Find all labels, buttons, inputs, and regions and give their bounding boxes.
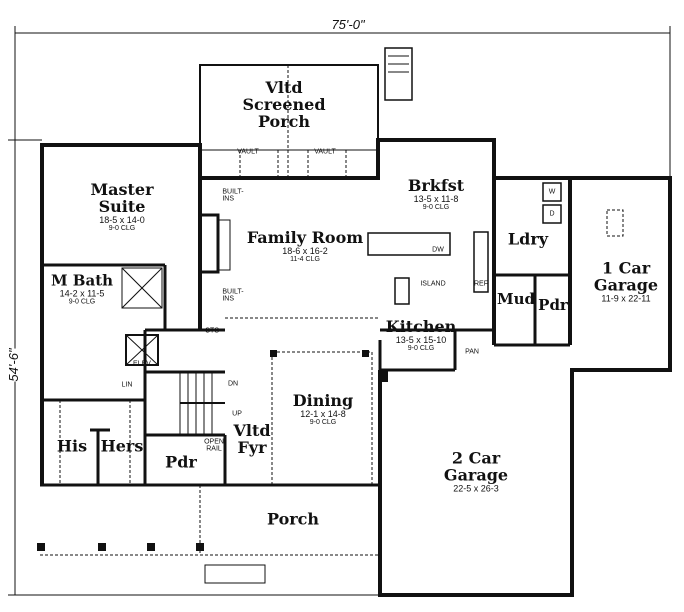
room-family-room: Family Room 18-6 x 16-2 11-4 CLG [246,228,364,264]
room-his-closet: His [56,436,88,456]
room-laundry: Ldry [507,229,549,249]
room-ceiling: 9-0 CLG [309,419,337,427]
refrigerator-label: REF [474,280,488,288]
room-size: 22-5 x 26-3 [453,483,499,494]
room-foyer: Vltd Fyr [233,421,271,457]
room-master-suite: Master Suite 18-5 x 14-0 9-0 CLG [90,179,154,232]
room-ceiling: 9-0 CLG [407,345,435,353]
built-ins-text: BUILT- [222,188,244,196]
room-ceiling: 9-0 CLG [68,298,96,306]
room-powder-right: Pdr [538,296,568,315]
cts-label: CTS [205,327,219,335]
room-dining: Dining 12-1 x 14-8 9-0 CLG [292,391,354,427]
room-master-bath: M Bath 14-2 x 11-5 9-0 CLG [50,271,114,307]
room-size: 13-5 x 11-8 [413,194,459,205]
dishwasher-label: DW [432,246,444,254]
room-size: 12-1 x 14-8 [300,409,346,420]
room-ceiling: 9-0 CLG [108,224,136,232]
room-garage-2: 2 Car Garage 22-5 x 26-3 [444,450,508,493]
open-rail-text: RAIL [206,446,222,453]
room-name: 2 Car [451,448,501,468]
room-name: Suite [98,196,146,216]
room-name: Porch [257,111,311,131]
elevator-label: ELEV [133,360,151,368]
room-porch: Porch [266,509,320,529]
dryer-label: D [549,210,555,218]
washer-label: W [548,188,556,196]
stairs-up-label: UP [232,410,242,418]
room-size: 13-5 x 15-10 [395,335,447,346]
built-ins-text: INS [222,196,235,203]
room-name: Kitchen [385,317,457,337]
open-rail-label: OPEN RAIL [204,439,224,454]
pantry-label: PAN [465,348,479,356]
stairs-down-label: DN [227,380,239,388]
dimension-lines [8,26,671,596]
room-breakfast: Brkfst 13-5 x 11-8 9-0 CLG [407,176,465,212]
linen-label: LIN [121,381,133,389]
room-ceiling: 9-0 CLG [422,204,450,212]
room-powder-left: Pdr [165,452,197,472]
room-name: Brkfst [407,176,465,196]
built-ins-label: BUILT- INS [222,189,243,204]
room-name: 1 Car [601,258,651,278]
room-name: M Bath [50,271,114,290]
room-ceiling: 11-4 CLG [290,256,320,264]
room-size: 18-6 x 16-2 [282,246,328,257]
island-label: ISLAND [420,280,446,288]
room-name: Fyr [237,438,267,457]
room-name: Vltd [265,77,303,97]
room-mud: Mud [497,290,535,309]
built-ins-text: BUILT- [222,288,244,296]
room-garage-1: 1 Car Garage 11-9 x 22-11 [594,260,658,303]
overall-width-label: 75'-0" [331,17,365,33]
room-name: Master [90,179,154,199]
room-name: Garage [593,275,659,295]
room-name: Family Room [246,228,364,248]
built-ins-text: INS [222,296,235,303]
vault-label: VAULT [237,148,259,156]
overall-depth-label: 54'-6" [6,348,22,382]
room-name: Screened [242,94,326,114]
room-name: Garage [443,465,509,485]
room-name: Dining [292,391,354,411]
room-name: Vltd [233,421,271,441]
room-hers-closet: Hers [100,436,144,456]
room-screened-porch: Vltd Screened Porch [242,77,326,131]
built-ins-label: BUILT- INS [222,289,243,304]
room-size: 18-5 x 14-0 [99,214,145,225]
open-rail-text: OPEN [204,438,224,446]
room-kitchen: Kitchen 13-5 x 15-10 9-0 CLG [385,317,457,353]
room-size: 14-2 x 11-5 [59,288,105,299]
vault-label: VAULT [314,148,336,156]
room-size: 11-9 x 22-11 [601,293,651,304]
